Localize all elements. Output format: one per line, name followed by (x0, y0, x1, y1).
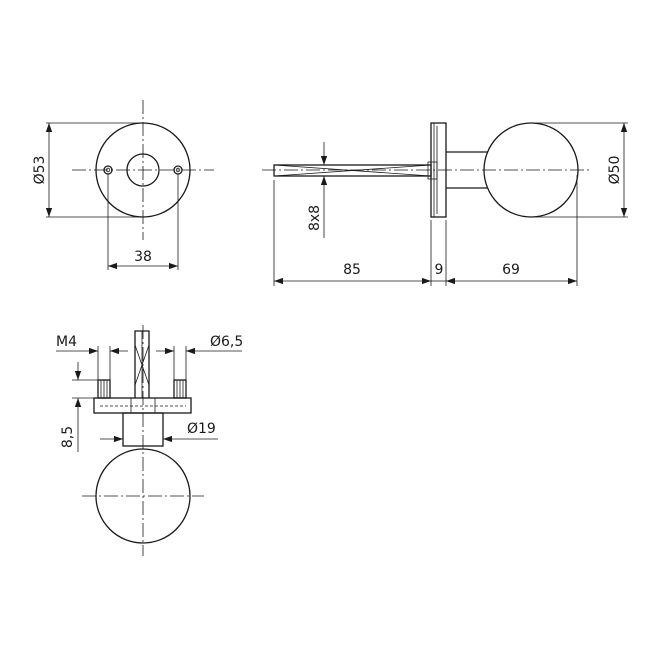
screw-thread-label: M4 (56, 334, 77, 350)
spindle-square-label: 8x8 (307, 205, 323, 231)
section-view: M4 Ø6,5 8,5 Ø19 (56, 325, 243, 556)
section-rose-plate (93, 397, 192, 414)
neck-height-label: 8,5 (60, 426, 76, 448)
screw-diameter-label: Ø6,5 (210, 334, 243, 350)
front-view: Ø53 38 (32, 100, 214, 270)
rose-diameter-label: Ø53 (32, 156, 48, 185)
side-view: 8x8 Ø50 85 9 69 (262, 122, 628, 286)
rose-thickness-label: 9 (435, 262, 444, 278)
knob-projection-label: 69 (502, 262, 520, 278)
neck-diameter-label: Ø19 (187, 421, 216, 437)
knob-diameter-label: Ø50 (607, 156, 623, 185)
spindle-length-label: 85 (343, 262, 361, 278)
hole-spacing-label: 38 (134, 249, 152, 265)
screw-hole-right-inner (175, 167, 181, 173)
